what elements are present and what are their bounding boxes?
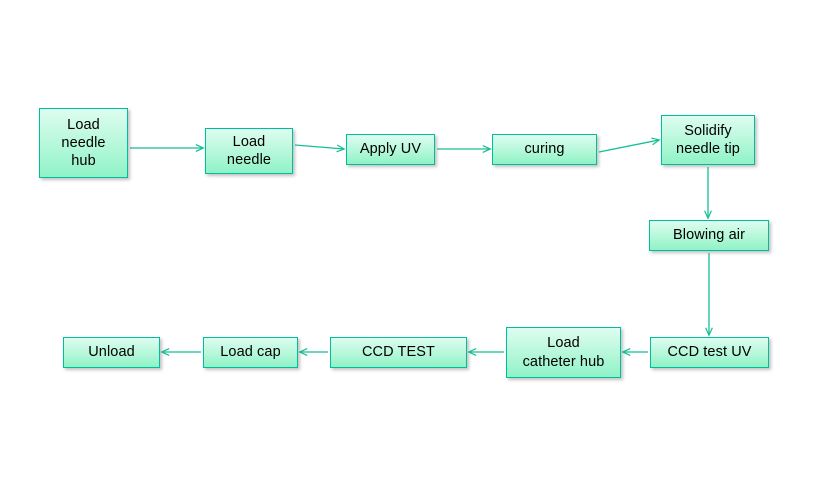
node-unload[interactable]: Unload	[63, 337, 160, 368]
node-label-load-needle: Load needle	[226, 133, 272, 168]
edge-curing-to-solidify	[598, 140, 659, 153]
edge-needle-to-applyuv	[294, 144, 344, 149]
node-load-needle[interactable]: Load needle	[205, 128, 293, 174]
node-label-ccd-test: CCD TEST	[361, 344, 436, 361]
node-blowing-air[interactable]: Blowing air	[649, 220, 769, 251]
node-label-blowing-air: Blowing air	[672, 227, 746, 244]
node-apply-uv[interactable]: Apply UV	[346, 134, 435, 165]
node-load-needle-hub[interactable]: Load needle hub	[39, 108, 128, 178]
node-label-load-cap: Load cap	[220, 344, 281, 361]
node-load-cap[interactable]: Load cap	[203, 337, 298, 368]
node-ccd-test-uv[interactable]: CCD test UV	[650, 337, 769, 368]
node-label-load-catheter-hub: Load catheter hub	[522, 335, 605, 370]
node-solidify-needle-tip[interactable]: Solidify needle tip	[661, 115, 755, 165]
node-label-apply-uv: Apply UV	[359, 141, 422, 158]
node-curing[interactable]: curing	[492, 134, 597, 165]
node-label-curing: curing	[524, 141, 565, 158]
node-label-solidify-needle-tip: Solidify needle tip	[676, 122, 740, 157]
node-label-unload: Unload	[88, 344, 135, 361]
node-label-ccd-test-uv: CCD test UV	[667, 344, 752, 361]
node-load-catheter-hub[interactable]: Load catheter hub	[506, 327, 621, 378]
node-label-load-needle-hub: Load needle hub	[61, 116, 106, 170]
node-ccd-test[interactable]: CCD TEST	[330, 337, 467, 368]
